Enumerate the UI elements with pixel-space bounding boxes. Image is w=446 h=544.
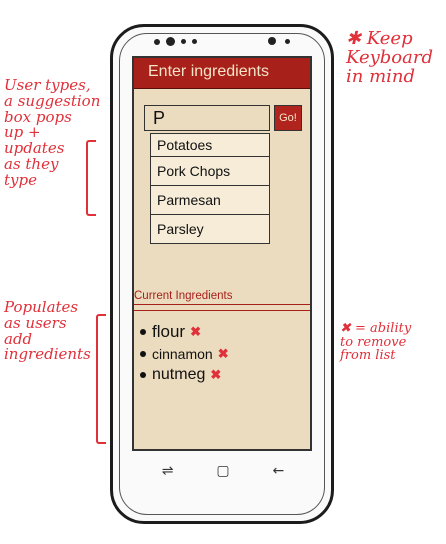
back-icon[interactable]: ← <box>272 463 285 479</box>
ingredient-search-input[interactable] <box>144 105 270 131</box>
current-ingredients-title: Current Ingredients <box>134 290 233 302</box>
list-item: nutmeg ✖ <box>140 366 310 384</box>
ingredient-name: nutmeg <box>152 366 206 383</box>
app-header: Enter ingredients <box>134 58 310 89</box>
bullet-icon <box>140 351 146 357</box>
ingredient-name: flour <box>152 322 186 341</box>
phone-bezel <box>119 33 325 515</box>
app-screen: Enter ingredients Go! Potatoes Pork Chop… <box>132 56 312 451</box>
bullet-icon <box>140 329 146 335</box>
section-divider <box>134 304 310 305</box>
home-icon[interactable]: ▢ <box>216 463 230 479</box>
recent-apps-icon[interactable]: ⇌ <box>161 463 174 479</box>
annotation-keyboard-note: ✱ Keep Keyboard in mind <box>346 28 434 87</box>
camera-dot-3 <box>181 39 186 44</box>
nav-bar: ⇌ ▢ ← <box>140 460 306 482</box>
list-item: cinnamon ✖ <box>140 346 310 362</box>
ingredient-list: flour ✖ cinnamon ✖ nutmeg ✖ <box>140 322 310 388</box>
suggestion-item[interactable]: Potatoes <box>150 133 270 157</box>
camera-dot-4 <box>192 39 197 44</box>
list-item: flour ✖ <box>140 322 310 342</box>
section-divider <box>134 310 310 311</box>
remove-icon[interactable]: ✖ <box>217 346 229 361</box>
annotation-bracket-bottom <box>96 314 106 444</box>
camera-dot-1 <box>154 39 160 45</box>
go-button[interactable]: Go! <box>274 105 302 131</box>
suggestion-item[interactable]: Parmesan <box>150 186 270 215</box>
suggestion-item[interactable]: Pork Chops <box>150 157 270 186</box>
sensor-dot-2 <box>285 39 290 44</box>
annotation-remove-note: ✖ = ability to remove from list <box>340 321 412 364</box>
ingredient-name: cinnamon <box>152 346 213 362</box>
page-title: Enter ingredients <box>148 63 269 80</box>
annotation-suggestion-note: User types, a suggestion box pops up + u… <box>4 76 101 189</box>
annotation-populates-note: Populates as users add ingredients <box>4 298 91 364</box>
suggestion-box: Potatoes Pork Chops Parmesan Parsley <box>150 133 270 244</box>
bullet-icon <box>140 372 146 378</box>
suggestion-item[interactable]: Parsley <box>150 215 270 244</box>
remove-icon[interactable]: ✖ <box>190 324 201 339</box>
sensor-dot-1 <box>268 37 276 45</box>
annotation-bracket-top <box>86 140 96 216</box>
remove-icon[interactable]: ✖ <box>210 367 222 382</box>
camera-dot-2 <box>166 37 175 46</box>
